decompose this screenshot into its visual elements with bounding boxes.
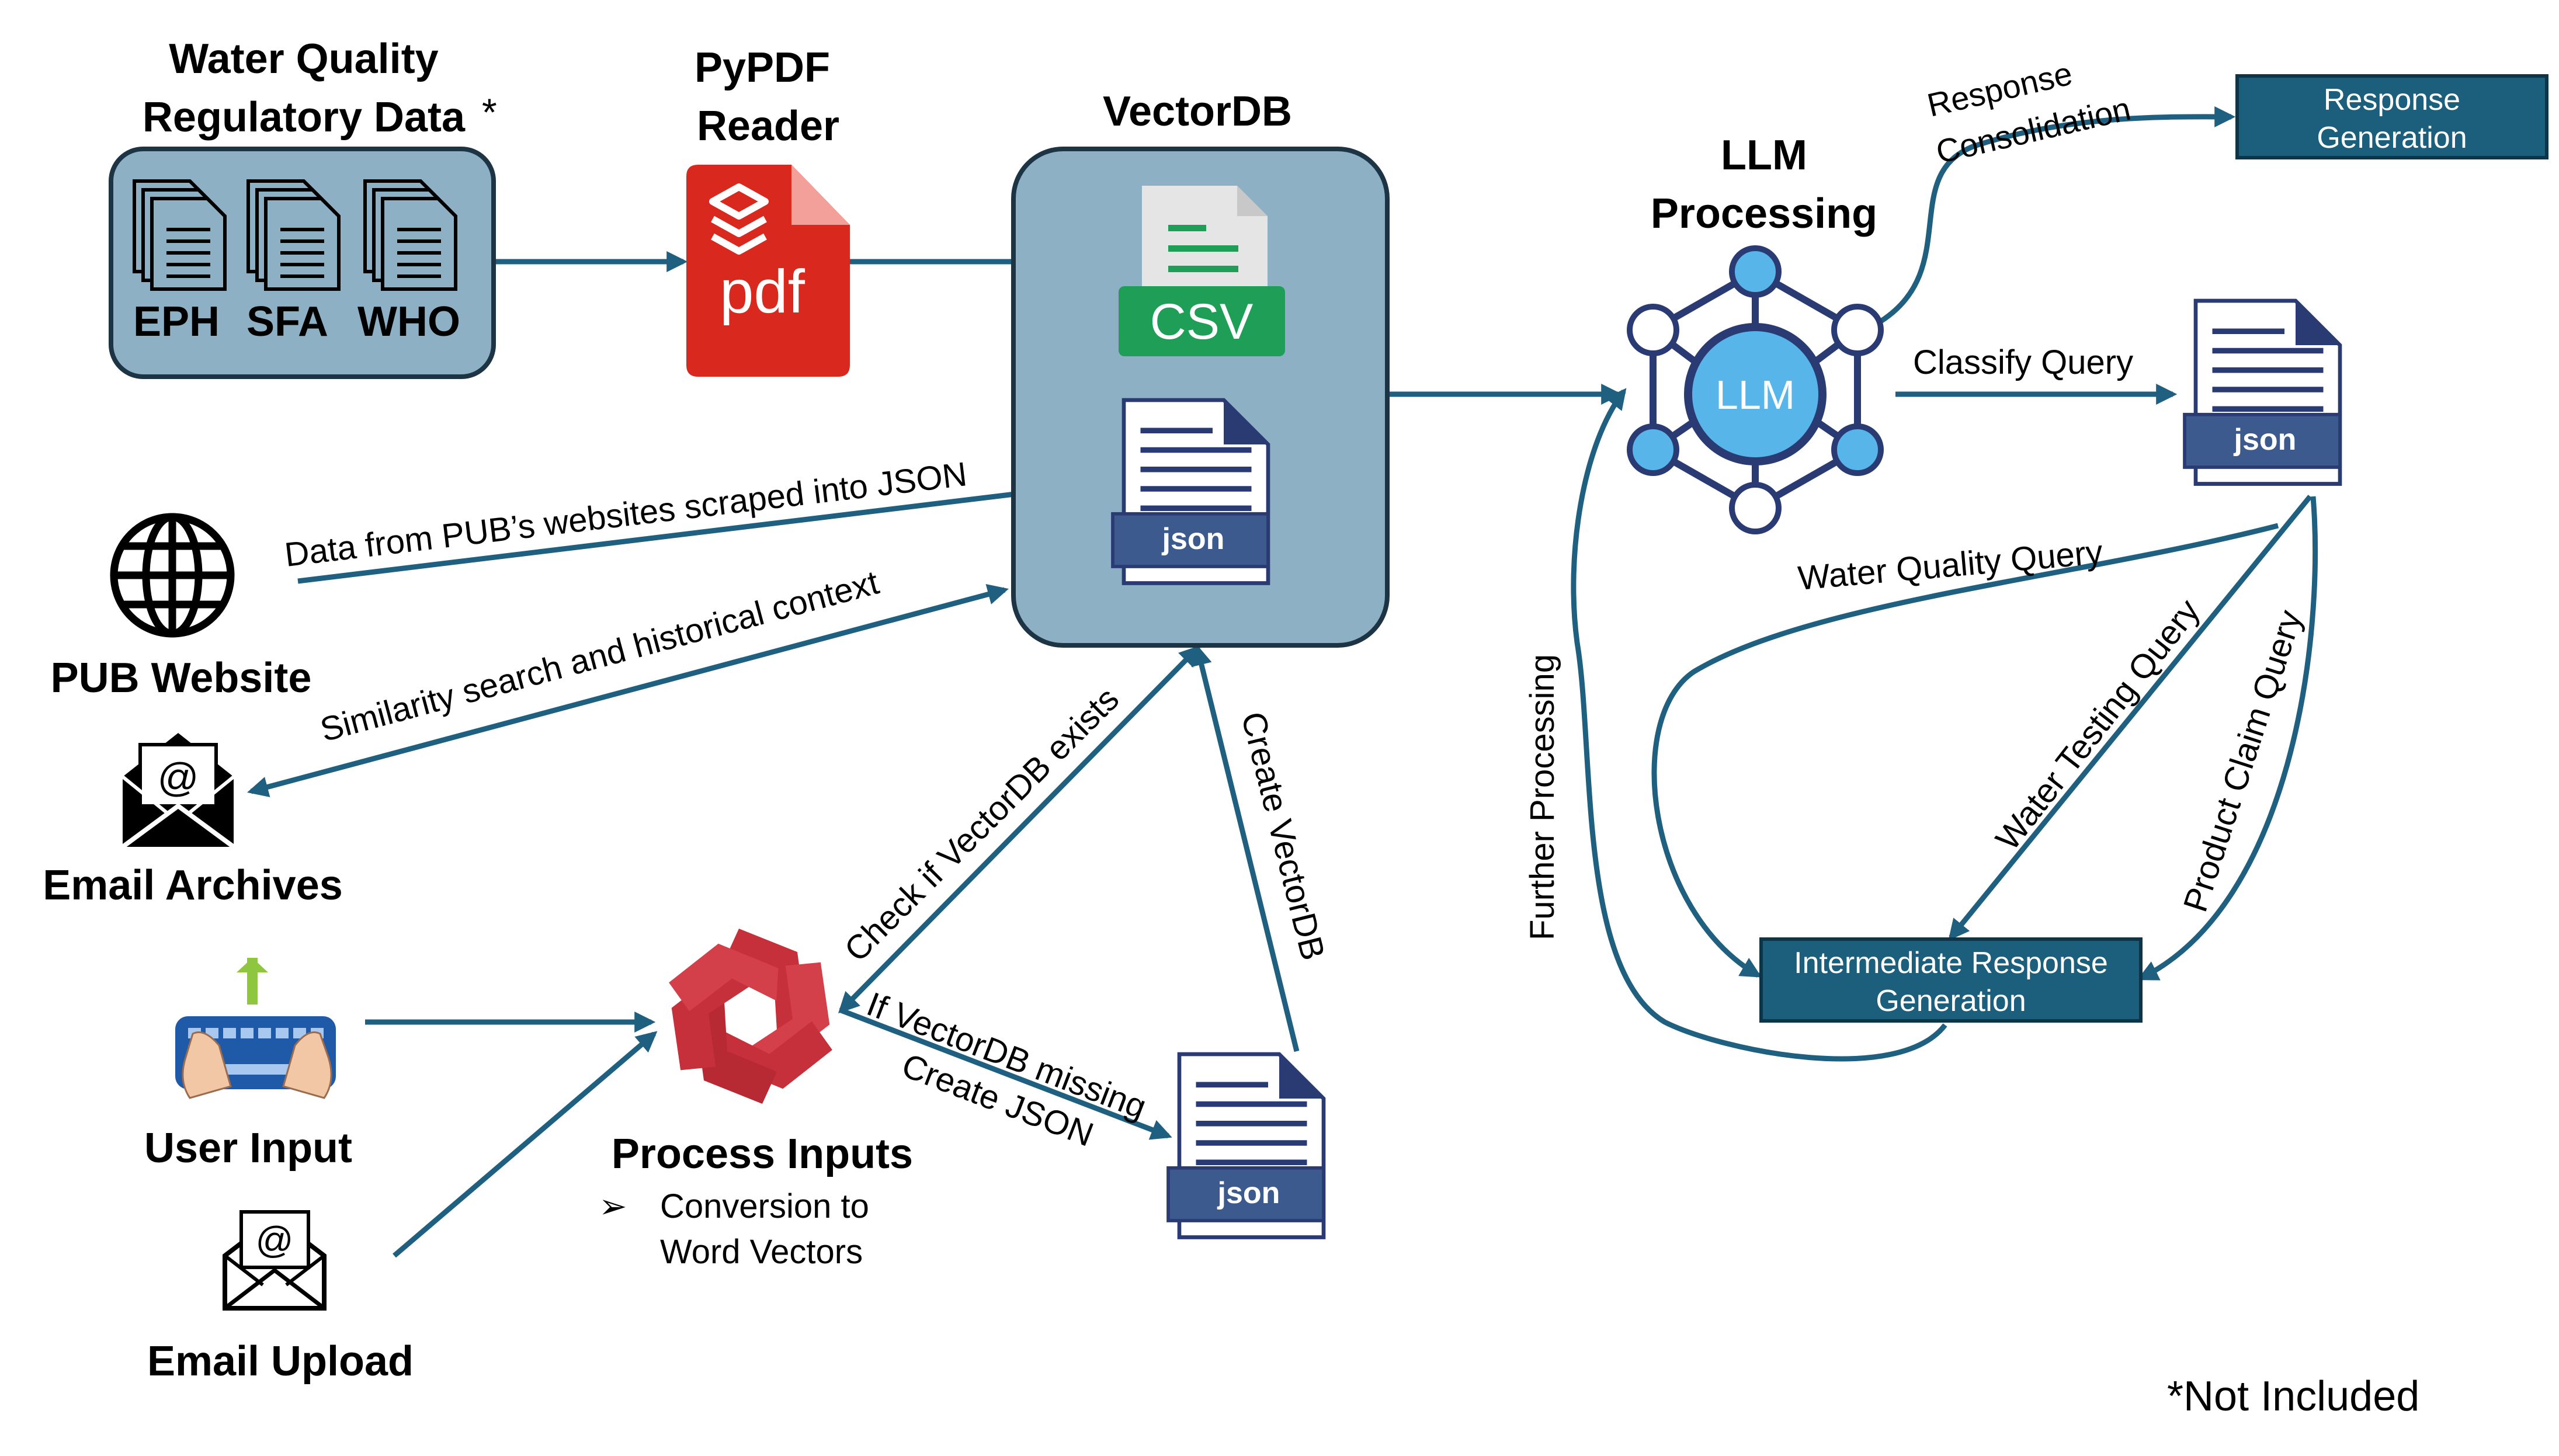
llm-title-line2: Processing <box>1651 190 1877 237</box>
arrow-check-vectordb <box>838 645 1201 1014</box>
doc-label-who: WHO <box>357 298 460 345</box>
llm-processing: LLM Processing LLM <box>1627 132 1884 534</box>
response-generation-line2: Generation <box>2317 121 2467 155</box>
label-water-testing-query: Water Testing Query <box>1988 592 2207 857</box>
llm-title-line1: LLM <box>1721 132 1807 179</box>
label-similarity: Similarity search and historical context <box>317 563 883 749</box>
pypdf-title-line2: Reader <box>697 103 839 150</box>
intermediate-response-line2: Generation <box>1876 984 2026 1018</box>
label-classify-query: Classify Query <box>1913 343 2133 381</box>
process-inputs: Process Inputs ➢ Conversion to Word Vect… <box>599 929 913 1271</box>
label-create-vectordb: Create VectorDB <box>1234 708 1332 964</box>
pub-website: PUB Website <box>51 513 312 701</box>
pdf-icon-text: pdf <box>720 258 805 326</box>
regulatory-asterisk: * <box>482 91 497 134</box>
arrow-process-to-json <box>840 1007 1172 1140</box>
llm-network-icon: LLM <box>1627 245 1884 534</box>
arrow-water-testing-query <box>1948 495 2313 941</box>
response-generation: Response Generation <box>2235 74 2548 159</box>
globe-icon <box>110 513 235 638</box>
classified-json-text: json <box>2234 423 2297 457</box>
email-archives-icon: @ <box>121 733 235 849</box>
arrow-further-processing <box>1571 388 1947 1062</box>
arrow-email-upload <box>393 1031 658 1258</box>
arrow-response-consolidation <box>1879 106 2236 324</box>
arrow-water-quality-query <box>1651 523 2279 978</box>
vectordb-title: VectorDB <box>1103 88 1292 135</box>
process-inputs-bullet: ➢ <box>599 1187 627 1225</box>
email-archives: @ Email Archives <box>43 733 343 909</box>
doc-label-sfa: SFA <box>246 298 328 345</box>
vectordb: VectorDB CSV json <box>1011 88 1390 648</box>
email-upload-label: Email Upload <box>147 1338 414 1385</box>
label-water-quality-query: Water Quality Query <box>1796 533 2104 597</box>
pub-website-label: PUB Website <box>51 655 312 701</box>
email-archives-label: Email Archives <box>43 862 343 909</box>
user-input: User Input <box>144 958 352 1172</box>
vectordb-json-text: json <box>1162 522 1225 556</box>
user-input-label: User Input <box>144 1125 352 1172</box>
arrow-similarity-bidirectional <box>247 584 1009 797</box>
connectors <box>247 106 2318 1258</box>
new-json-doc: json <box>1168 1054 1324 1238</box>
intermediate-response-line1: Intermediate Response <box>1794 946 2108 980</box>
process-inputs-bullet-line2: Word Vectors <box>660 1233 863 1271</box>
response-generation-box <box>2235 74 2548 159</box>
arrow-pub-to-json <box>297 473 1120 584</box>
process-inputs-icon <box>669 929 832 1104</box>
svg-text:@: @ <box>157 755 199 800</box>
pypdf-reader: PyPDF Reader pdf <box>686 44 850 377</box>
process-inputs-title: Process Inputs <box>612 1131 913 1177</box>
intermediate-response: Intermediate Response Generation <box>1759 937 2143 1023</box>
new-json-text: json <box>1217 1176 1280 1210</box>
regulatory-data: Water Quality Regulatory Data * EPH SFA … <box>109 36 497 379</box>
label-check-vectordb: Check if VectorDB exists <box>837 680 1126 969</box>
footnote-not-included: *Not Included <box>2167 1373 2419 1420</box>
email-upload-icon: @ <box>223 1210 327 1311</box>
llm-node-text: LLM <box>1716 372 1795 418</box>
doc-label-eph: EPH <box>133 298 220 345</box>
vectordb-box <box>1011 147 1390 648</box>
csv-icon-text: CSV <box>1150 294 1254 350</box>
keyboard-icon <box>175 958 336 1099</box>
intermediate-response-box <box>1759 937 2143 1023</box>
svg-text:@: @ <box>256 1219 294 1261</box>
pdf-icon: pdf <box>686 165 850 377</box>
classified-json-doc: json <box>2185 301 2340 484</box>
process-inputs-bullet-line1: Conversion to <box>660 1187 869 1225</box>
arrow-json-to-vectordb <box>1191 644 1300 1052</box>
email-upload: @ Email Upload <box>147 1210 414 1385</box>
pypdf-title-line1: PyPDF <box>695 44 830 91</box>
regulatory-title-line2: Regulatory Data <box>143 94 466 141</box>
csv-icon: CSV <box>1119 186 1285 356</box>
label-further-processing: Further Processing <box>1523 654 1561 940</box>
arrow-product-claim-query <box>2137 496 2318 981</box>
response-generation-line1: Response <box>2324 83 2460 117</box>
regulatory-title-line1: Water Quality <box>169 36 438 82</box>
